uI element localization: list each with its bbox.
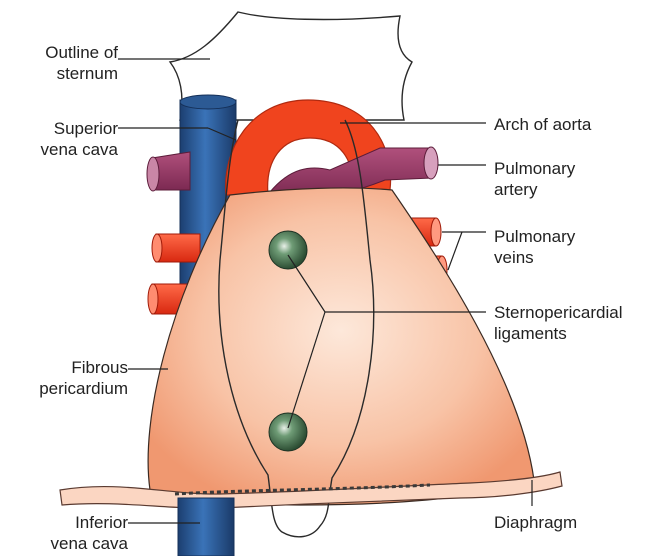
label-ivc-line2: vena cava	[8, 533, 128, 554]
label-pulm-veins: Pulmonary veins	[494, 226, 575, 268]
label-sterno-lig-line2: ligaments	[494, 323, 623, 344]
label-sterno-lig-line1: Sternopericardial	[494, 302, 623, 323]
label-diaphragm-line1: Diaphragm	[494, 512, 577, 533]
pulmonary-artery-end-icon	[424, 147, 438, 179]
label-svc-line2: vena cava	[18, 139, 118, 160]
label-pulm-artery: Pulmonary artery	[494, 158, 575, 200]
label-pulm-veins-line1: Pulmonary	[494, 226, 575, 247]
label-ivc: Inferior vena cava	[8, 512, 128, 554]
leader-pulm-veins-lower	[448, 232, 462, 270]
right-pulmonary-vein-upper-end-icon	[431, 218, 441, 246]
lower-ligament-knob-icon	[269, 413, 307, 451]
label-pulm-artery-line1: Pulmonary	[494, 158, 575, 179]
label-svc-line1: Superior	[18, 118, 118, 139]
label-diaphragm: Diaphragm	[494, 512, 577, 533]
inferior-vena-cava	[178, 498, 234, 556]
label-pulm-veins-line2: veins	[494, 247, 575, 268]
left-pulmonary-vein-upper-end-icon	[152, 234, 162, 262]
label-sterno-lig: Sternopericardial ligaments	[494, 302, 623, 344]
label-fibrous-line2: pericardium	[8, 378, 128, 399]
label-aorta-line1: Arch of aorta	[494, 114, 591, 135]
svc-opening-icon	[180, 95, 236, 109]
label-sternum-line1: Outline of	[18, 42, 118, 63]
left-pulmonary-vein-upper	[156, 234, 200, 262]
label-svc: Superior vena cava	[18, 118, 118, 160]
label-fibrous: Fibrous pericardium	[8, 357, 128, 399]
upper-ligament-knob-icon	[269, 231, 307, 269]
label-ivc-line1: Inferior	[8, 512, 128, 533]
label-aorta: Arch of aorta	[494, 114, 591, 135]
left-pulmonary-vein-lower-end-icon	[148, 284, 158, 314]
label-sternum: Outline of sternum	[18, 42, 118, 84]
label-sternum-line2: sternum	[18, 63, 118, 84]
left-pulmonary-artery-end-icon	[147, 157, 159, 191]
label-fibrous-line1: Fibrous	[8, 357, 128, 378]
label-pulm-artery-line2: artery	[494, 179, 575, 200]
